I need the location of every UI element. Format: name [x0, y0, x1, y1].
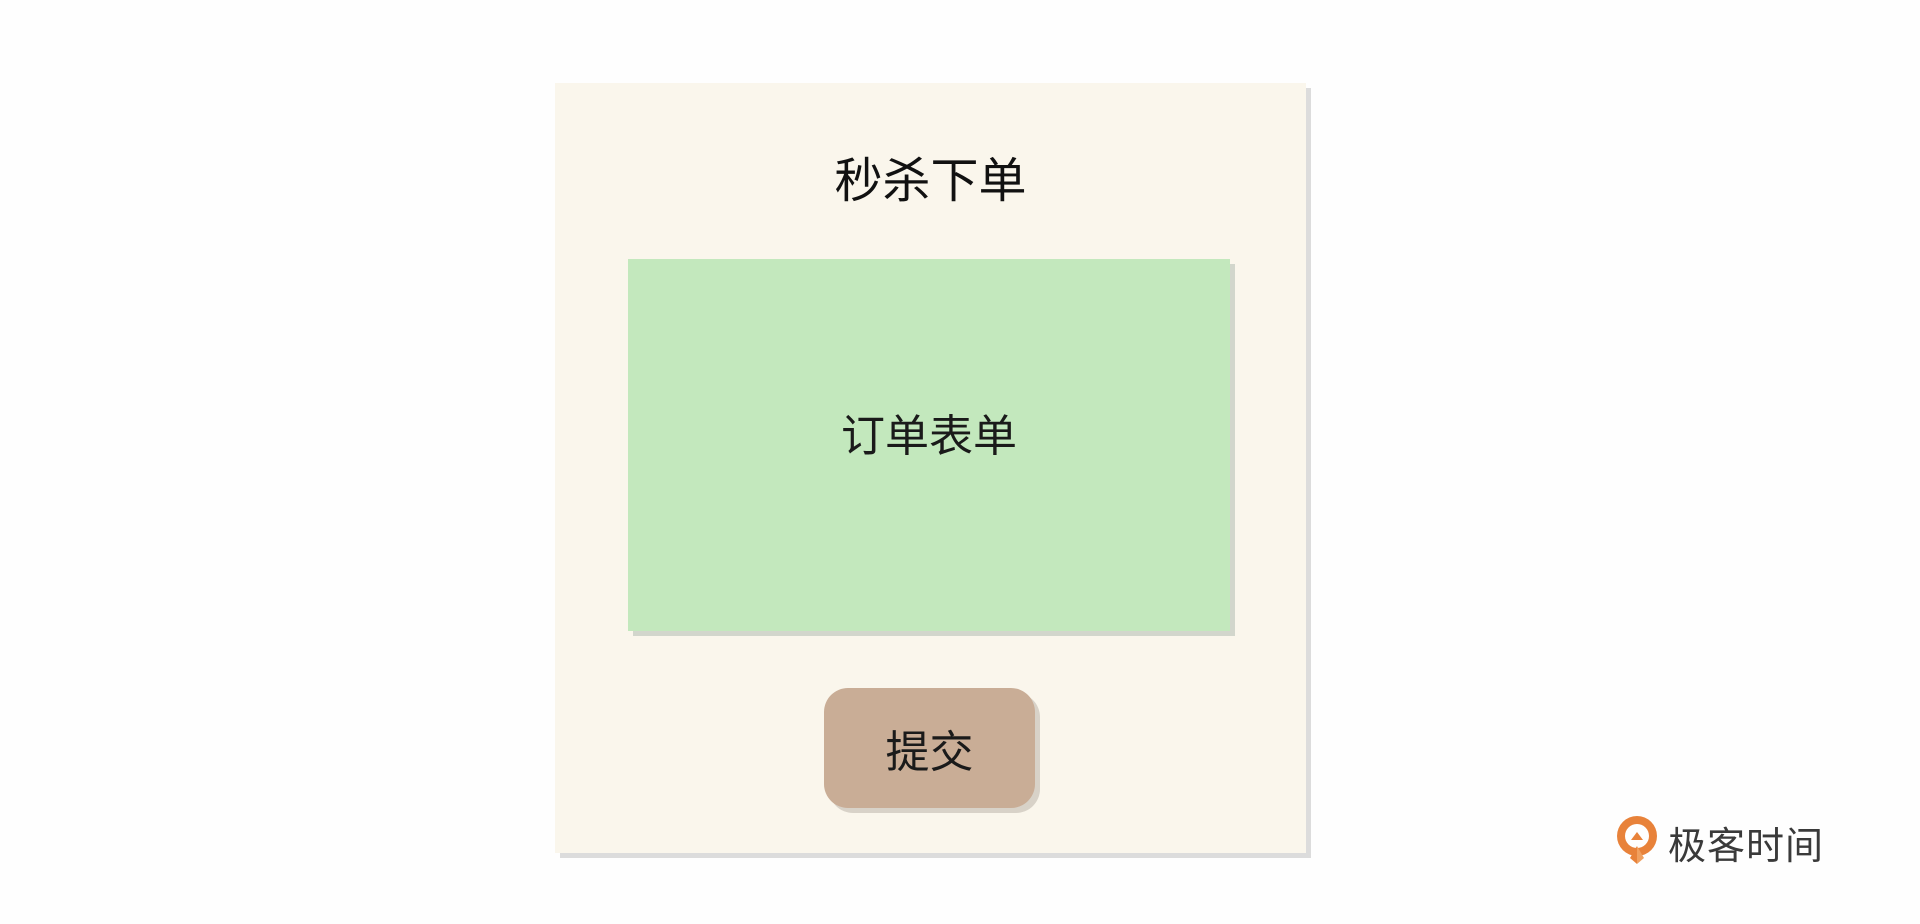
brand-name: 极客时间	[1668, 823, 1825, 868]
order-form-box: 订单表单	[628, 259, 1230, 631]
geektime-logo-icon	[1617, 816, 1657, 864]
seckill-order-panel: 秒杀下单 订单表单 提交	[555, 83, 1306, 853]
submit-button[interactable]: 提交	[824, 688, 1035, 808]
order-form-label: 订单表单	[841, 411, 1017, 462]
brand-watermark: 极客时间	[1614, 812, 1824, 872]
panel-title: 秒杀下单	[834, 153, 1027, 209]
submit-button-label: 提交	[885, 727, 974, 778]
